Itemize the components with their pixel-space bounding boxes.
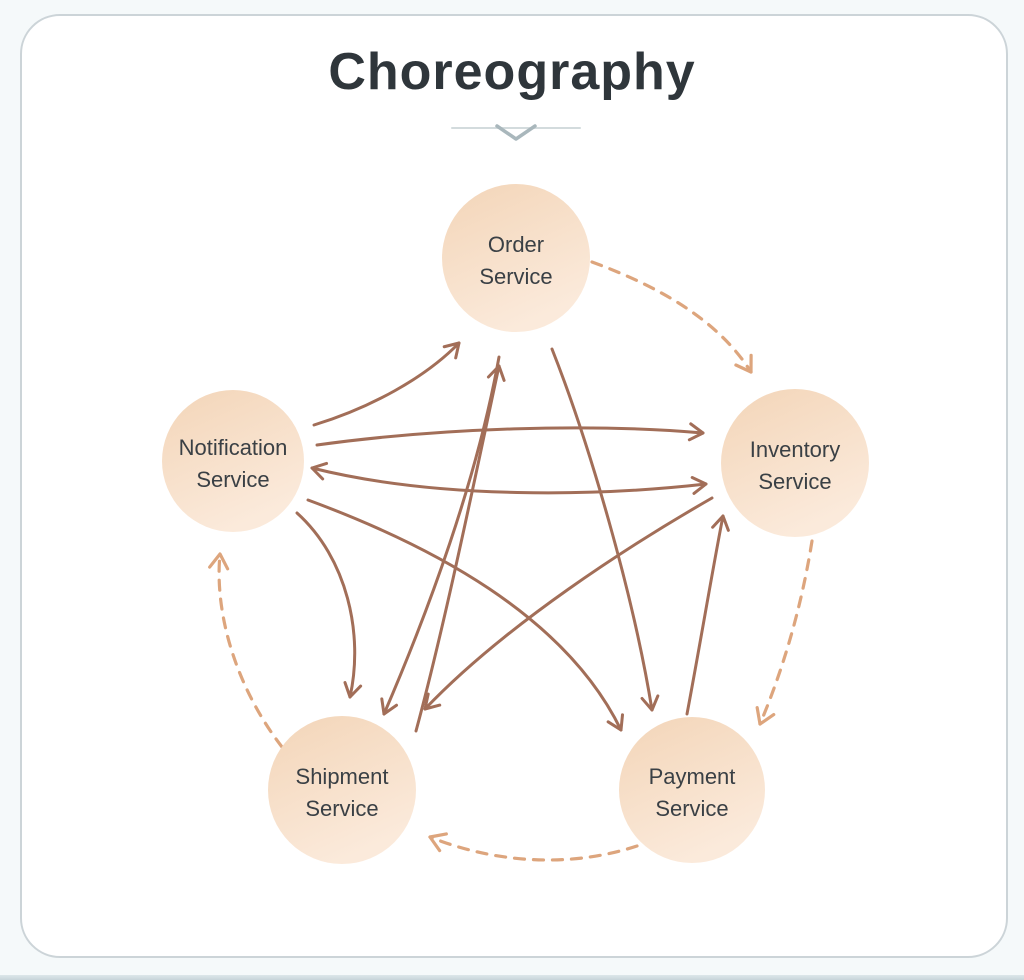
node-circle: [442, 184, 590, 332]
edges-layer: [208, 260, 814, 862]
arrow-shipment-to-order: [414, 364, 506, 733]
node-label: Shipment: [296, 764, 389, 789]
arrow-notification-to-payment: [306, 498, 624, 732]
arrow-order-to-inventory: [590, 260, 753, 374]
node-label: Inventory: [750, 437, 841, 462]
node-label: Service: [196, 467, 269, 492]
arrow-payment-to-shipment: [428, 832, 639, 862]
title-divider: [451, 124, 581, 141]
bottom-edge-strip: [0, 975, 1024, 980]
node-label: Service: [655, 796, 728, 821]
node-label: Service: [758, 469, 831, 494]
arrow-notification-to-shipment: [295, 511, 363, 699]
node-circle: [162, 390, 304, 532]
node-label: Service: [305, 796, 378, 821]
arrow-shipment-to-notification: [208, 552, 284, 749]
arrow-payment-to-inventory: [685, 514, 730, 716]
arrow-inventory-to-shipment: [423, 496, 714, 711]
arrow-notification-to-order: [312, 341, 461, 427]
node-label: Notification: [179, 435, 288, 460]
arrow-notification-to-inventory: [310, 461, 708, 495]
node-label: Service: [479, 264, 552, 289]
arrow-inventory-to-payment: [755, 539, 814, 726]
arrow-notification-to-inventory: [315, 422, 705, 447]
arrow-order-to-shipment: [380, 355, 501, 716]
nodes-layer: OrderServiceNotificationServiceInventory…: [162, 184, 869, 864]
arrow-order-to-payment: [550, 347, 660, 712]
node-circle: [268, 716, 416, 864]
node-label: Payment: [649, 764, 736, 789]
page-title: Choreography: [328, 43, 696, 101]
node-label: Order: [488, 232, 544, 257]
node-circle: [721, 389, 869, 537]
chevron-down-icon: [495, 124, 537, 141]
node-circle: [619, 717, 765, 863]
